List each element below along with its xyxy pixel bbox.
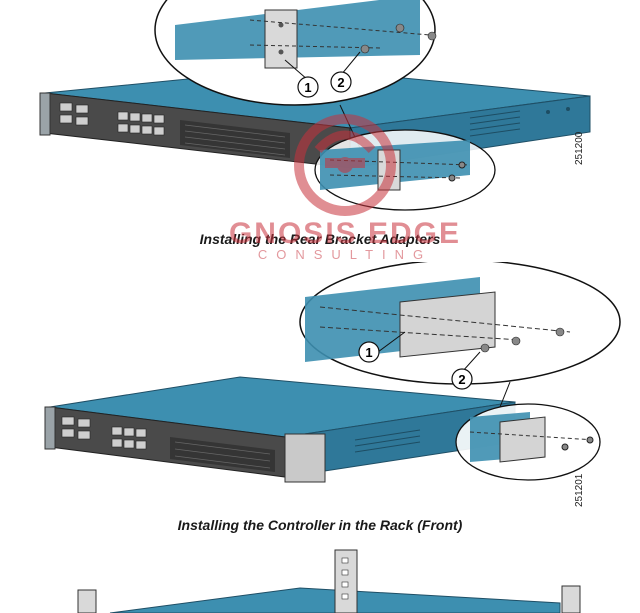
callout-1-circle (358, 341, 380, 363)
figure2-id: 251201 (574, 473, 585, 507)
watermark-line2: CONSULTING (258, 247, 432, 262)
figure1-id: 251200 (574, 131, 585, 165)
front-ports (59, 102, 165, 136)
rack-rail (334, 549, 358, 613)
figure-rack-partial (77, 549, 581, 613)
callout-1-label: 1 (304, 80, 311, 95)
figure-controller-in-rack-front: 1 2 (44, 262, 621, 483)
side-vent (469, 110, 521, 137)
callout-1-label: 1 (365, 345, 372, 360)
figure-rear-bracket-adapters: 1 2 (39, 0, 591, 211)
callout-1-circle (297, 76, 319, 98)
callout-2-label: 2 (458, 372, 465, 387)
figure1-caption: Installing the Rear Bracket Adapters (199, 231, 441, 247)
callout-2-label: 2 (337, 75, 344, 90)
callout-2-circle (451, 368, 473, 390)
callout-2-circle (330, 71, 352, 93)
figure2-caption: Installing the Controller in the Rack (F… (177, 517, 463, 533)
